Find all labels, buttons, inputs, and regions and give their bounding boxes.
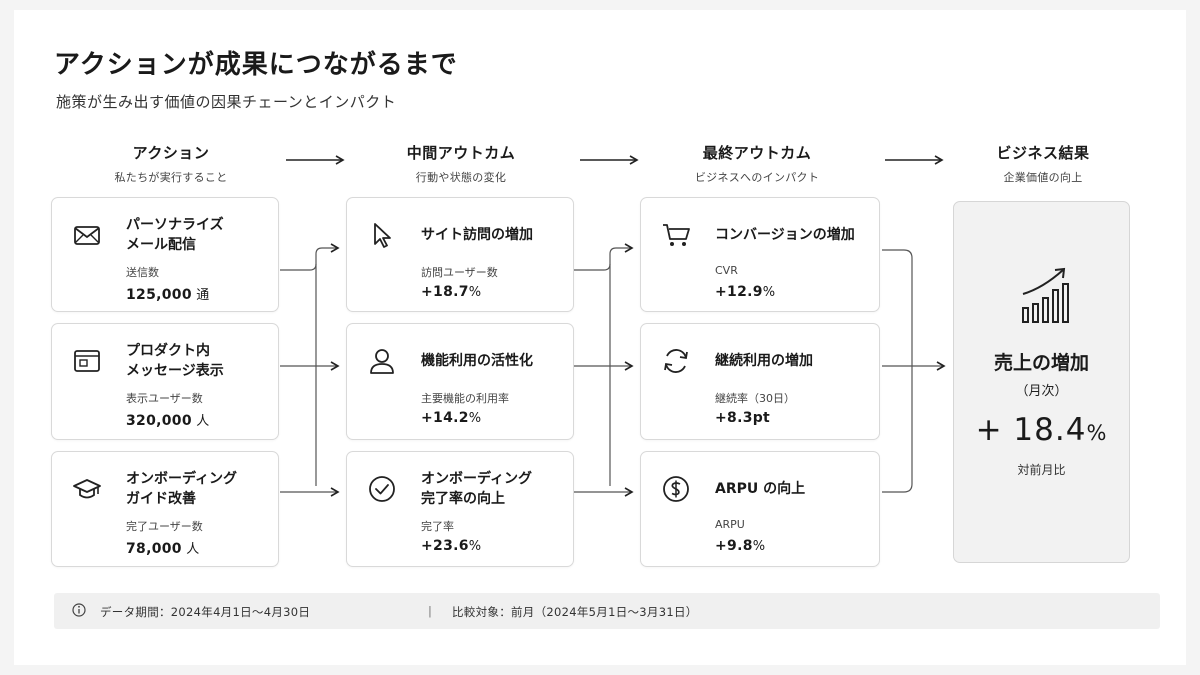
- metric-label: 完了率: [421, 520, 454, 533]
- column-heading: アクション: [132, 144, 210, 162]
- result-title: 売上の増加: [993, 352, 1089, 374]
- envelope-icon: [74, 226, 100, 245]
- column-header-intermediate: 中間アウトカム 行動や状態の変化: [356, 142, 566, 185]
- comparison-text: 比較対象：前月（2024年5月1日〜3月31日）: [452, 605, 698, 619]
- metric-label: 継続率（30日）: [715, 392, 795, 405]
- cursor-pointer-icon: [374, 223, 391, 248]
- metric-value: 320,000 人: [126, 413, 210, 429]
- graduation-cap-icon: [73, 479, 101, 499]
- user-icon: [370, 349, 394, 374]
- column-subheading: 行動や状態の変化: [415, 171, 507, 184]
- column-header-business: ビジネス結果 企業価値の向上: [938, 142, 1148, 185]
- card-title: オンボーディング ガイド改善: [126, 471, 238, 507]
- card-title: 継続利用の増加: [715, 353, 813, 369]
- result-value: + 18.4%: [975, 412, 1108, 448]
- metric-value: 125,000 通: [126, 287, 210, 303]
- metric-label: 主要機能の利用率: [421, 392, 509, 405]
- intermediate-card-site-visits[interactable]: サイト訪問の増加 訪問ユーザー数 +18.7%: [346, 197, 574, 312]
- metric-value: +14.2%: [421, 410, 482, 426]
- metric-label: 完了ユーザー数: [126, 520, 203, 533]
- metric-value: +8.3pt: [715, 410, 771, 426]
- action-card-in-product-message[interactable]: プロダクト内 メッセージ表示 表示ユーザー数 320,000 人: [51, 323, 279, 440]
- action-card-email[interactable]: パーソナライズ メール配信 送信数 125,000 通: [51, 197, 279, 312]
- metric-value: +9.8%: [715, 538, 766, 554]
- card-title: オンボーディング 完了率の向上: [421, 471, 533, 507]
- metric-label: CVR: [715, 264, 738, 277]
- metric-value: +18.7%: [421, 284, 482, 300]
- card-title: ARPU の向上: [715, 481, 806, 497]
- info-icon: [72, 603, 86, 617]
- page-title: アクションが成果につながるまで: [54, 50, 458, 80]
- final-card-conversion[interactable]: コンバージョンの増加 CVR +12.9%: [640, 197, 880, 312]
- column-header-actions: アクション 私たちが実行すること: [66, 142, 276, 185]
- result-period: （月次）: [1015, 384, 1068, 399]
- card-title: パーソナライズ メール配信: [126, 217, 224, 253]
- metric-label: 送信数: [126, 266, 159, 279]
- card-title: コンバージョンの増加: [715, 227, 855, 243]
- final-card-arpu[interactable]: ARPU の向上 ARPU +9.8%: [640, 451, 880, 567]
- card-title: 機能利用の活性化: [421, 353, 533, 369]
- data-period-text: データ期間：2024年4月1日〜4月30日: [100, 605, 311, 619]
- column-heading: ビジネス結果: [996, 144, 1090, 162]
- shopping-cart-icon: [663, 224, 690, 246]
- metric-label: 訪問ユーザー数: [421, 266, 498, 279]
- data-period-footer: データ期間：2024年4月1日〜4月30日 | 比較対象：前月（2024年5月1…: [54, 593, 1160, 629]
- check-circle-icon: [369, 476, 395, 502]
- dollar-coin-icon: [663, 476, 689, 502]
- column-header-final: 最終アウトカム ビジネスへのインパクト: [652, 142, 862, 185]
- metric-value: +12.9%: [715, 284, 776, 300]
- column-subheading: ビジネスへのインパクト: [694, 171, 820, 184]
- column-heading: 中間アウトカム: [406, 144, 516, 162]
- page-subtitle: 施策が生み出す価値の因果チェーンとインパクト: [56, 93, 397, 111]
- intermediate-card-feature-usage[interactable]: 機能利用の活性化 主要機能の利用率 +14.2%: [346, 323, 574, 440]
- card-title: サイト訪問の増加: [421, 227, 533, 243]
- action-card-onboarding-guide[interactable]: オンボーディング ガイド改善 完了ユーザー数 78,000 人: [51, 451, 279, 567]
- column-heading: 最終アウトカム: [702, 144, 812, 162]
- card-title: プロダクト内 メッセージ表示: [126, 343, 224, 379]
- intermediate-card-onboarding-completion[interactable]: オンボーディング 完了率の向上 完了率 +23.6%: [346, 451, 574, 567]
- metric-label: 表示ユーザー数: [126, 392, 203, 405]
- refresh-cycle-icon: [664, 349, 688, 373]
- metric-value: +23.6%: [421, 538, 482, 554]
- metric-label: ARPU: [715, 518, 745, 531]
- business-result-card[interactable]: 売上の増加 （月次） + 18.4% 対前月比: [953, 201, 1130, 563]
- growth-chart-icon: [1022, 267, 1069, 323]
- column-subheading: 企業価値の向上: [1003, 171, 1083, 184]
- final-card-retention[interactable]: 継続利用の増加 継続率（30日） +8.3pt: [640, 323, 880, 440]
- metric-value: 78,000 人: [126, 541, 200, 557]
- result-comparison: 対前月比: [1017, 463, 1066, 477]
- column-subheading: 私たちが実行すること: [114, 171, 228, 184]
- browser-window-icon: [74, 350, 100, 372]
- footer-separator: |: [428, 604, 433, 618]
